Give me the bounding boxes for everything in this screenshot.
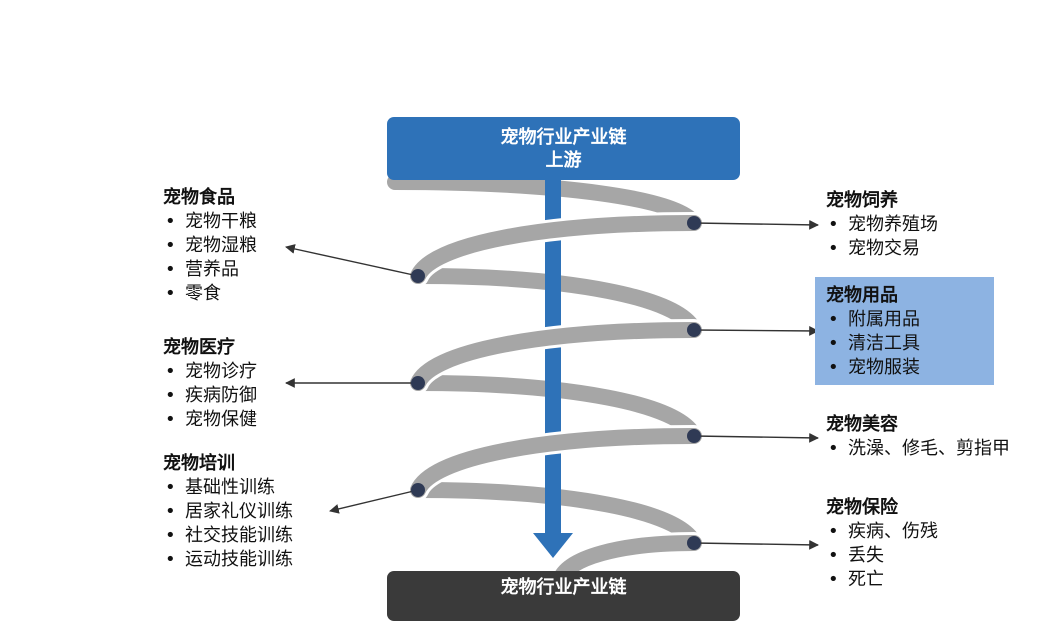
group-pet-supplies: 宠物用品 附属用品 清洁工具 宠物服装 xyxy=(826,284,920,380)
group-title: 宠物用品 xyxy=(826,285,898,306)
group-item: 零食 xyxy=(163,282,257,306)
group-item: 基础性训练 xyxy=(163,476,293,500)
connector-supplies xyxy=(693,326,819,336)
down-arrow-head xyxy=(533,533,573,558)
downstream-header-title: 宠物行业产业链 xyxy=(500,577,627,598)
group-items: 附属用品 清洁工具 宠物服装 xyxy=(826,308,920,380)
spiral-node xyxy=(687,216,701,230)
group-item: 居家礼仪训练 xyxy=(163,500,293,524)
group-items: 洗澡、修毛、剪指甲 xyxy=(826,437,1010,461)
spiral-band-segment xyxy=(410,482,702,551)
group-item: 社交技能训练 xyxy=(163,524,293,548)
group-pet-breeding: 宠物饲养 宠物养殖场 宠物交易 xyxy=(826,189,938,261)
group-item: 疾病防御 xyxy=(163,384,257,408)
spiral-node xyxy=(411,376,425,390)
group-item: 运动技能训练 xyxy=(163,548,293,572)
group-item: 死亡 xyxy=(826,568,938,592)
group-items: 宠物诊疗 疾病防御 宠物保健 xyxy=(163,360,257,432)
group-title: 宠物美容 xyxy=(826,414,898,435)
group-pet-medical: 宠物医疗 宠物诊疗 疾病防御 宠物保健 xyxy=(163,336,257,432)
spiral-band-segment xyxy=(410,322,702,391)
group-item: 丢失 xyxy=(826,544,938,568)
upstream-header-subtitle: 上游 xyxy=(545,149,582,171)
group-item: 营养品 xyxy=(163,258,257,282)
spiral-band-segment xyxy=(410,428,702,498)
group-items: 基础性训练 居家礼仪训练 社交技能训练 运动技能训练 xyxy=(163,476,293,572)
spiral-node xyxy=(411,269,425,283)
spiral-band-segment xyxy=(410,375,702,444)
group-item: 宠物保健 xyxy=(163,408,257,432)
group-title: 宠物食品 xyxy=(163,187,235,208)
connector-breeding xyxy=(693,219,819,230)
connector-training xyxy=(329,489,419,514)
group-item: 宠物服装 xyxy=(826,356,920,380)
spiral-node xyxy=(411,483,425,497)
group-title: 宠物饲养 xyxy=(826,190,898,211)
upstream-header-title: 宠物行业产业链 xyxy=(500,126,627,148)
spiral-node xyxy=(687,536,701,550)
group-items: 宠物养殖场 宠物交易 xyxy=(826,213,938,261)
group-item: 清洁工具 xyxy=(826,332,920,356)
spiral-band-segment xyxy=(410,215,702,284)
connector-food xyxy=(285,244,419,277)
group-item: 洗澡、修毛、剪指甲 xyxy=(826,437,1010,461)
node-layer xyxy=(411,216,701,550)
group-title: 宠物培训 xyxy=(163,453,235,474)
spiral-band-segment xyxy=(410,268,702,338)
connector-layer xyxy=(285,219,819,550)
group-item: 疾病、伤残 xyxy=(826,520,938,544)
group-items: 疾病、伤残 丢失 死亡 xyxy=(826,520,938,592)
group-item: 宠物养殖场 xyxy=(826,213,938,237)
spiral-layer xyxy=(384,171,705,554)
group-item: 附属用品 xyxy=(826,308,920,332)
upstream-header-box: 宠物行业产业链 上游 xyxy=(387,117,740,180)
group-pet-grooming: 宠物美容 洗澡、修毛、剪指甲 xyxy=(826,413,1010,461)
group-items: 宠物干粮 宠物湿粮 营养品 零食 xyxy=(163,210,257,306)
group-pet-training: 宠物培训 基础性训练 居家礼仪训练 社交技能训练 运动技能训练 xyxy=(163,452,293,572)
group-item: 宠物交易 xyxy=(826,237,938,261)
spiral-node xyxy=(687,323,701,337)
spiral-node xyxy=(687,429,701,443)
group-item: 宠物湿粮 xyxy=(163,234,257,258)
downstream-header-box: 宠物行业产业链 xyxy=(387,571,740,621)
group-pet-insurance: 宠物保险 疾病、伤残 丢失 死亡 xyxy=(826,496,938,592)
group-item: 宠物诊疗 xyxy=(163,360,257,384)
group-item: 宠物干粮 xyxy=(163,210,257,234)
group-title: 宠物医疗 xyxy=(163,337,235,358)
connector-grooming xyxy=(693,432,819,443)
connector-insurance xyxy=(693,539,819,550)
group-title: 宠物保险 xyxy=(826,497,898,518)
group-pet-food: 宠物食品 宠物干粮 宠物湿粮 营养品 零食 xyxy=(163,186,257,306)
